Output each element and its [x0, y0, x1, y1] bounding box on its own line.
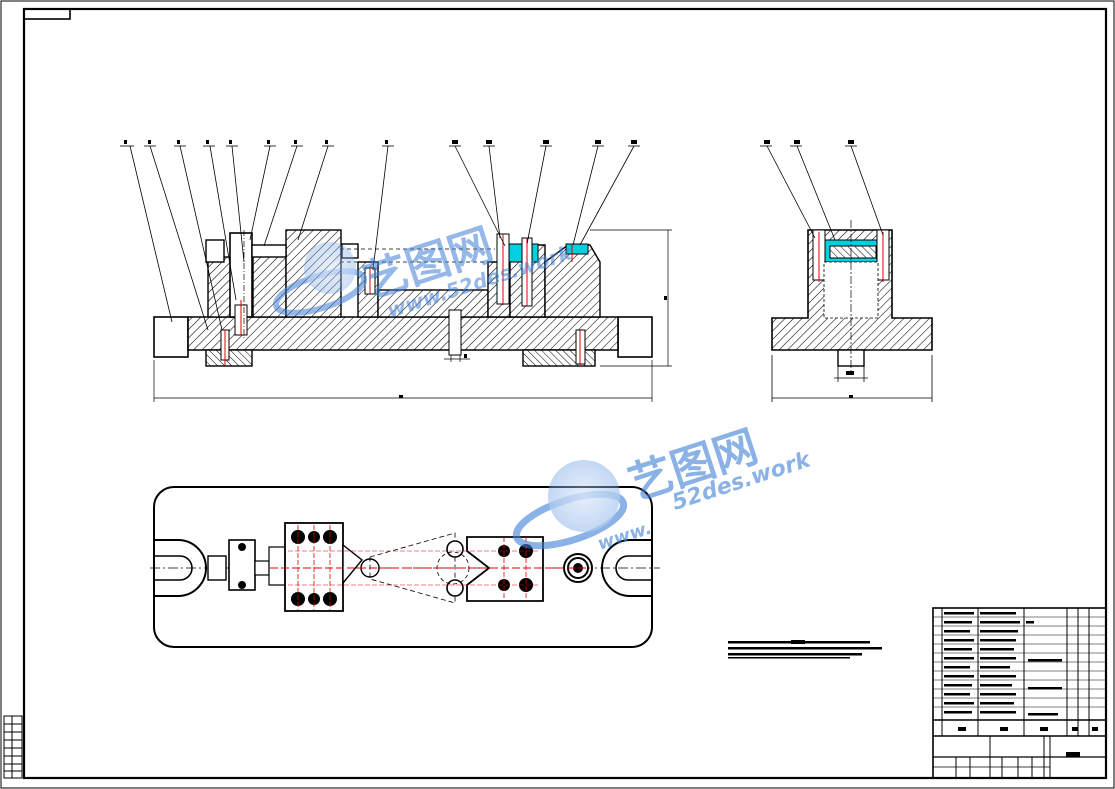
front-leader-marks	[124, 140, 637, 144]
title-block-fills	[944, 612, 1098, 757]
technical-notes	[728, 640, 882, 659]
front-leaders	[120, 145, 640, 331]
dim-mark	[664, 296, 667, 300]
side-section-view	[771, 220, 933, 372]
dim-mark	[399, 395, 403, 398]
dim-mark	[464, 354, 467, 358]
left-margin-table	[3, 715, 23, 779]
side-leader-marks	[764, 140, 854, 398]
